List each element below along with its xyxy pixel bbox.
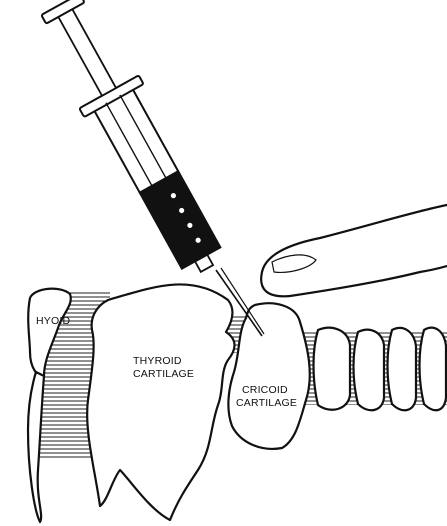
palpating-finger — [261, 205, 447, 296]
thyroid-label-line2: CARTILAGE — [133, 368, 194, 380]
thyroid-label-line1: THYROID — [133, 355, 182, 367]
thyroid-cartilage — [87, 284, 234, 520]
plunger-rod — [57, 7, 116, 95]
tracheal-rings — [314, 328, 447, 411]
hyoid-label: HYOID — [36, 315, 70, 327]
syringe — [31, 0, 237, 285]
cricoid-label-line1: CRICOID — [242, 384, 288, 396]
cricoid-label-line2: CARTILAGE — [236, 397, 297, 409]
